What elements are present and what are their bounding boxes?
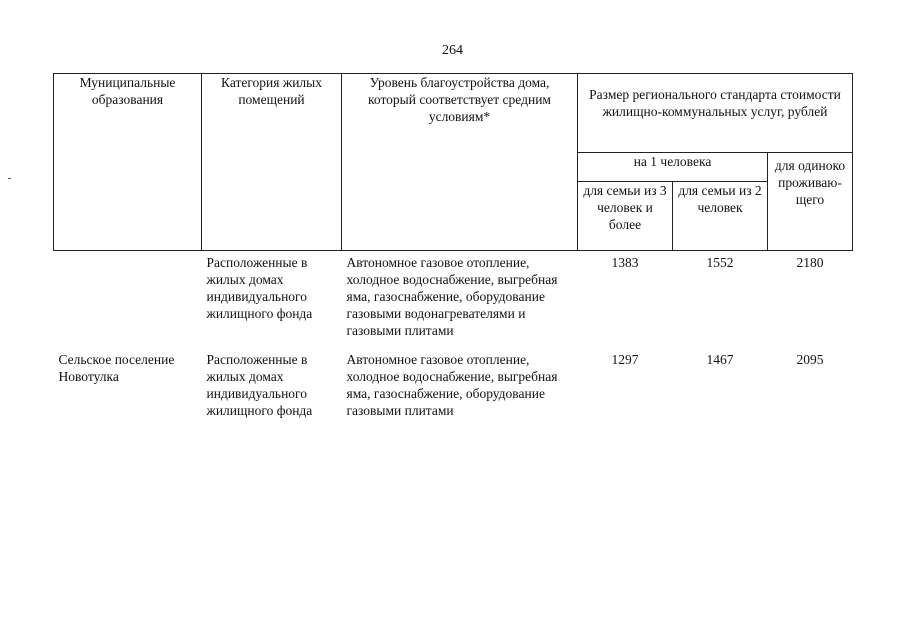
cell-single: 2180	[796, 255, 824, 270]
header-per-person: на 1 человека	[577, 152, 768, 182]
header-category: Категория жилых помещений	[201, 73, 342, 251]
cell-municipality	[54, 251, 202, 340]
cell-municipality: Сельское поселение Новотулка	[58, 352, 175, 384]
cell-comfort-level: Автономное газовое отопление, холодное в…	[346, 255, 558, 338]
tariff-table: Муниципальные образования Категория жилы…	[53, 73, 853, 419]
cell-single: 2095	[796, 352, 824, 367]
header-comfort-level: Уровень благоустройства дома, который со…	[341, 73, 578, 251]
table-body: Расположенные в жилых домах индивидуальн…	[54, 251, 853, 420]
header-family-3: для семьи из 3 человек и более	[577, 181, 673, 251]
header-standard-size: Размер регионального стандарта стоимости…	[577, 73, 853, 153]
cell-family-3: 1383	[611, 255, 639, 270]
table-header: Муниципальные образования Категория жилы…	[53, 73, 853, 251]
cell-family-2: 1552	[706, 255, 734, 270]
page-number: 264	[442, 43, 463, 58]
cell-family-3: 1297	[611, 352, 639, 367]
table-row: Сельское поселение Новотулка Расположенн…	[54, 339, 853, 419]
cell-family-2: 1467	[706, 352, 734, 367]
cell-category: Расположенные в жилых домах индивидуальн…	[206, 352, 313, 418]
cell-comfort-level: Автономное газовое отопление, холодное в…	[346, 352, 558, 418]
cell-category: Расположенные в жилых домах индивидуальн…	[206, 255, 313, 321]
table-row: Расположенные в жилых домах индивидуальн…	[54, 251, 853, 340]
header-family-2: для семьи из 2 человек	[672, 181, 768, 251]
header-single-resident: для одиноко проживаю-щего	[767, 152, 853, 251]
margin-mark	[8, 178, 11, 179]
header-municipality: Муниципальные образования	[53, 73, 202, 251]
